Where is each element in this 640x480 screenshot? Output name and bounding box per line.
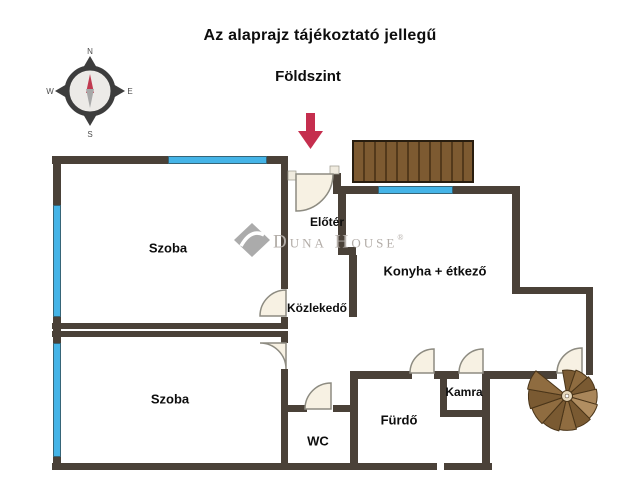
szoba1-door-icon <box>259 289 287 317</box>
wall-kitchen-stub <box>338 247 356 255</box>
furdo-door-icon <box>409 348 435 374</box>
wall-bottom-b <box>444 463 492 470</box>
wall-kamra-top-stub <box>434 371 459 379</box>
wall-szoba1-right-b <box>281 317 288 323</box>
compass-icon: N E S W <box>46 47 132 139</box>
spiral-staircase-icon <box>527 369 598 432</box>
wall-kamra-right <box>482 371 490 470</box>
entrance-door-icon <box>295 173 334 212</box>
entrance-arrow-icon <box>298 113 323 149</box>
window-kitchen-top <box>378 186 453 194</box>
room-label-szoba-2: Szoba <box>150 391 190 407</box>
wall-kitchen-right-lower <box>586 287 593 375</box>
wall-left-upper <box>53 156 61 205</box>
wall-left-mid <box>53 317 61 343</box>
room-label-wc: WC <box>307 433 329 449</box>
watermark-registered-mark: ® <box>397 233 404 242</box>
wall-kamra-bottom <box>440 410 490 417</box>
wall-corridor-right <box>349 255 357 317</box>
window-szoba1-left <box>53 205 61 317</box>
plan-disclaimer-title: Az alaprajz tájékoztató jellegű <box>203 27 437 44</box>
watermark-brand: Duna House <box>273 231 398 253</box>
wall-kitchen-top-a <box>333 186 378 194</box>
wall-entrance-corner <box>333 173 341 194</box>
compass-w-label: W <box>46 87 54 96</box>
watermark-text: Duna House® <box>273 229 423 251</box>
wall-top-left <box>52 156 168 164</box>
compass-south-needle <box>86 89 94 108</box>
wall-furdo-top <box>350 371 412 379</box>
room-label-kozlekedo: Közlekedő <box>286 301 348 315</box>
wall-divider-b <box>52 331 288 337</box>
wall-wc-top-a <box>288 405 307 412</box>
szoba2-door-icon <box>259 342 287 370</box>
kamra-door-icon <box>458 348 484 374</box>
entrance-jamb-right <box>329 165 340 175</box>
wall-szoba2-right-top <box>281 337 288 343</box>
compass-n-label: N <box>87 47 93 56</box>
room-label-szoba-1: Szoba <box>148 240 188 256</box>
wall-szoba1-right <box>281 156 288 289</box>
compass-north-needle <box>86 74 94 93</box>
compass-e-label: E <box>127 87 132 96</box>
floor-level-label: Földszint <box>275 68 341 85</box>
wall-kitchen-top-b <box>453 186 520 194</box>
kitchen-terrace-door-icon <box>556 347 583 374</box>
compass-s-label: S <box>87 130 92 139</box>
wall-kitchen-right-upper <box>512 186 520 294</box>
wall-furdo-left <box>350 379 358 470</box>
wall-kitchen-step <box>512 287 593 294</box>
room-label-kamra: Kamra <box>445 385 483 399</box>
wc-door-icon <box>304 382 332 410</box>
entrance-jamb-left <box>287 170 297 181</box>
room-label-furdo: Fürdő <box>380 412 418 428</box>
wall-kamra-left <box>440 379 447 417</box>
wall-bottom-a <box>52 463 437 470</box>
window-szoba2-left <box>53 343 61 457</box>
wall-szoba2-right <box>281 369 288 470</box>
room-label-eloter: Előtér <box>309 215 345 229</box>
wall-wc-top-b <box>333 405 351 412</box>
wall-kamra-kitchen <box>483 371 557 379</box>
wall-kitchen-left <box>338 194 346 255</box>
wall-divider-a <box>52 323 288 329</box>
wall-top-right <box>267 156 288 164</box>
window-szoba1-top <box>168 156 267 164</box>
wood-deck <box>352 140 474 183</box>
room-label-konyha-etkezo: Konyha + étkező <box>383 263 487 279</box>
watermark-logo-icon <box>234 223 270 257</box>
